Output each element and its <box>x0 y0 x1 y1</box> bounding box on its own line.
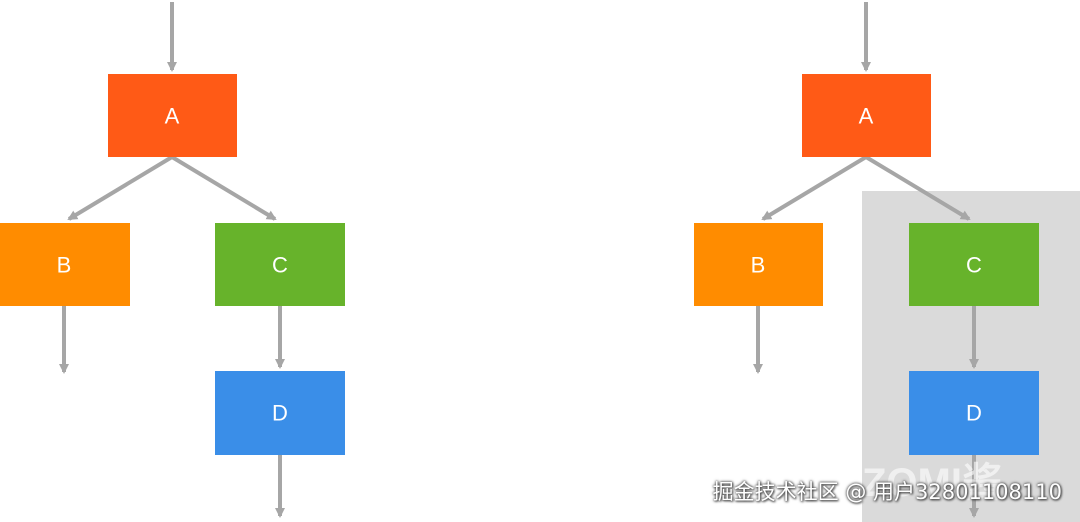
left-edge-a-to-b <box>67 155 174 221</box>
left-graph: A B C D <box>0 2 345 518</box>
watermark-logo: ZOMI酱 <box>862 461 1002 505</box>
left-node-a-label: A <box>165 104 180 129</box>
left-node-d: D <box>215 371 345 455</box>
right-node-b-box <box>694 223 823 306</box>
right-node-a-box <box>802 74 931 157</box>
right-edge-a-to-b <box>761 155 868 221</box>
watermark-text: 掘金技术社区 @ 用户32801108110 <box>712 480 1062 504</box>
right-node-d-box <box>909 371 1039 455</box>
left-node-c: C <box>215 223 345 306</box>
right-graph: A B C D ZOMI酱 <box>694 2 1080 522</box>
left-node-c-box <box>215 223 345 306</box>
left-node-a: A <box>108 74 237 157</box>
right-node-d: D <box>909 371 1039 455</box>
right-node-c-label: C <box>966 253 982 278</box>
right-edge-a-to-c <box>864 155 971 221</box>
left-node-a-box <box>108 74 237 157</box>
left-node-b-box <box>0 223 130 306</box>
right-node-a: A <box>802 74 931 157</box>
left-node-c-label: C <box>272 253 288 278</box>
left-node-b-label: B <box>57 253 72 278</box>
right-node-c-box <box>909 223 1039 306</box>
right-node-b: B <box>694 223 823 306</box>
left-node-b: B <box>0 223 130 306</box>
left-node-d-box <box>215 371 345 455</box>
left-edge-a-to-c <box>170 155 277 221</box>
right-node-d-label: D <box>966 401 982 426</box>
right-node-a-label: A <box>859 104 874 129</box>
left-node-d-label: D <box>272 401 288 426</box>
right-node-b-label: B <box>751 253 766 278</box>
right-node-c: C <box>909 223 1039 306</box>
